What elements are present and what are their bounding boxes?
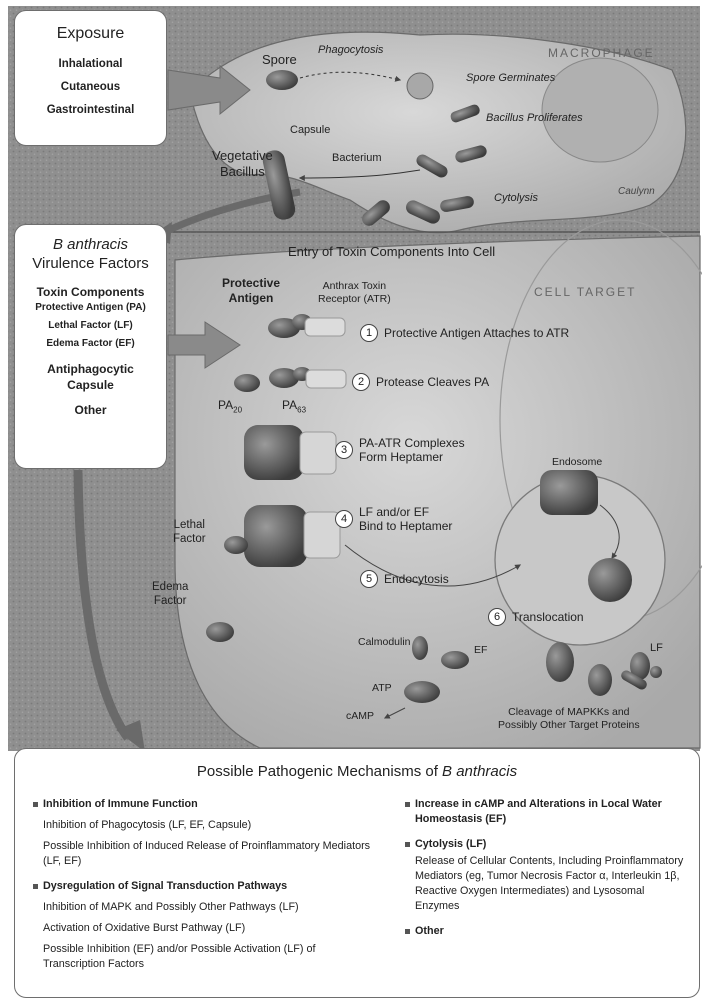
bacillus-proliferates-label: Bacillus Proliferates	[486, 112, 583, 124]
signal-transduction-heading: Dysregulation of Signal Transduction Pat…	[33, 879, 378, 894]
lethal-factor-label: Lethal Factor	[173, 518, 206, 546]
protective-antigen-label: Protective Antigen	[222, 276, 280, 306]
virulence-factors-box: B anthracis Virulence Factors Toxin Comp…	[14, 224, 167, 469]
signal-item-mapk: Inhibition of MAPK and Possibly Other Pa…	[33, 900, 378, 915]
antiphagocytic-capsule: Antiphagocytic Capsule	[15, 361, 166, 393]
camp-label: cAMP	[346, 710, 374, 722]
artist-signature: Caulynn	[618, 186, 655, 197]
virulence-title: B anthracis Virulence Factors	[15, 235, 166, 273]
cleavage-label: Cleavage of MAPKKs and Possibly Other Ta…	[498, 706, 640, 732]
cytolysis-label: Cytolysis	[494, 192, 538, 204]
calmodulin-label: Calmodulin	[358, 636, 411, 648]
spore-label: Spore	[262, 52, 297, 67]
mechanisms-other: Other	[405, 924, 690, 939]
edema-factor-molecule	[206, 622, 234, 642]
immune-function-heading: Inhibition of Immune Function	[33, 797, 378, 812]
step-6: 6Translocation	[488, 608, 584, 626]
pa20-label: PA20	[218, 398, 242, 414]
spore-shape	[266, 70, 298, 90]
toxin-components-heading: Toxin Components	[15, 285, 166, 299]
toxin-lethal-factor: Lethal Factor (LF)	[15, 317, 166, 335]
exposure-route-gastrointestinal: Gastrointestinal	[15, 99, 166, 122]
edema-factor-label: Edema Factor	[152, 580, 188, 608]
macrophage-label: MACROPHAGE	[548, 46, 655, 60]
cytolysis-text: Release of Cellular Contents, Including …	[405, 854, 690, 914]
phagocytosed-spore	[407, 73, 433, 99]
lf-label: LF	[650, 642, 663, 654]
exposure-route-inhalational: Inhalational	[15, 53, 166, 76]
exposure-route-cutaneous: Cutaneous	[15, 76, 166, 99]
mechanisms-left-column: Inhibition of Immune Function Inhibition…	[33, 795, 378, 972]
exposure-box: Exposure Inhalational Cutaneous Gastroin…	[14, 10, 167, 146]
cell-stage-title: Entry of Toxin Components Into Cell	[288, 244, 495, 259]
pathogenic-mechanisms-box: Possible Pathogenic Mechanisms of B anth…	[14, 748, 700, 998]
immune-item-proinflammatory: Possible Inhibition of Induced Release o…	[33, 839, 378, 869]
ef-label: EF	[474, 644, 487, 656]
phagocytosis-label: Phagocytosis	[318, 44, 383, 56]
step-4: 4LF and/or EFBind to Heptamer	[335, 505, 452, 533]
step-3: 3PA-ATR ComplexesForm Heptamer	[335, 436, 465, 464]
pa63-label: PA63	[282, 398, 306, 414]
cytolysis-heading: Cytolysis (LF)	[405, 837, 690, 852]
mechanisms-title: Possible Pathogenic Mechanisms of B anth…	[15, 763, 699, 780]
step-1: 1Protective Antigen Attaches to ATR	[360, 324, 569, 342]
macrophage-nucleus	[542, 58, 658, 162]
step-2: 2Protease Cleaves PA	[352, 373, 489, 391]
cell-target-label: CELL TARGET	[534, 285, 636, 299]
mechanisms-right-column: Increase in cAMP and Alterations in Loca…	[405, 795, 690, 939]
signal-item-transcription-factors: Possible Inhibition (EF) and/or Possible…	[33, 942, 378, 972]
atr-label: Anthrax Toxin Receptor (ATR)	[318, 280, 391, 306]
toxin-edema-factor: Edema Factor (EF)	[15, 335, 166, 353]
vegetative-bacillus-label: Vegetative Bacillus	[212, 148, 273, 180]
toxin-protective-antigen: Protective Antigen (PA)	[15, 299, 166, 317]
endosome-label: Endosome	[552, 456, 602, 468]
virulence-other: Other	[15, 403, 166, 417]
exposure-title: Exposure	[15, 25, 166, 43]
atp-label: ATP	[372, 682, 392, 694]
step-5: 5Endocytosis	[360, 570, 449, 588]
immune-item-phagocytosis: Inhibition of Phagocytosis (LF, EF, Caps…	[33, 818, 378, 833]
bacterium-label: Bacterium	[332, 152, 382, 164]
capsule-label: Capsule	[290, 124, 330, 136]
signal-item-oxidative-burst: Activation of Oxidative Burst Pathway (L…	[33, 921, 378, 936]
spore-germinates-label: Spore Germinates	[466, 72, 555, 84]
heptamer-step3	[244, 425, 336, 480]
camp-heading: Increase in cAMP and Alterations in Loca…	[405, 797, 690, 827]
